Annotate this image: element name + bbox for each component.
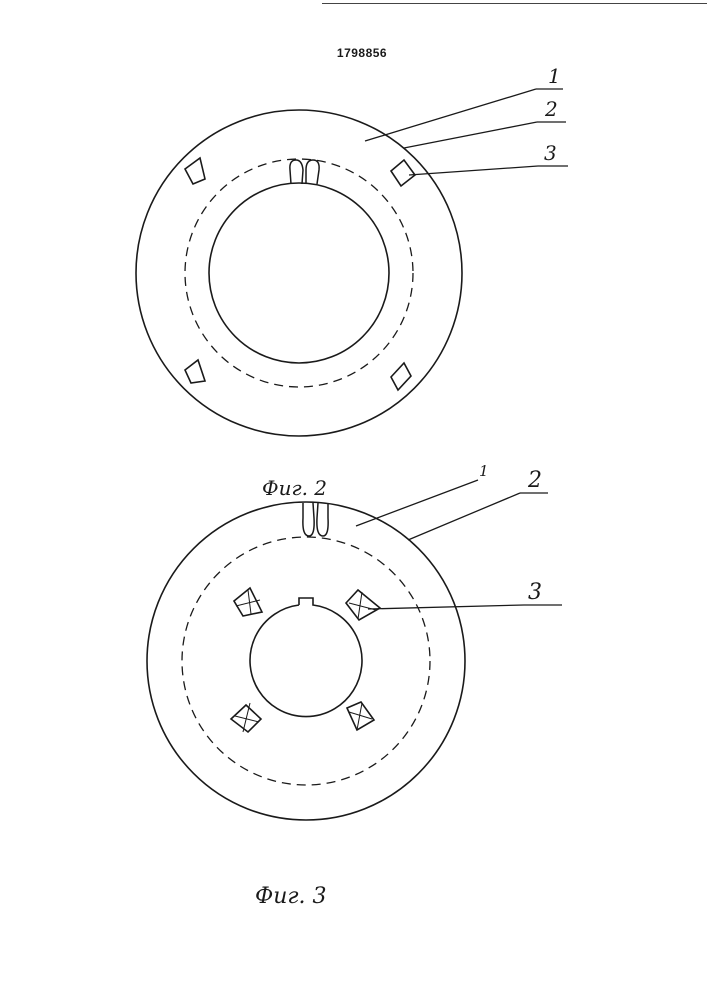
fig3-window-bottom-left	[231, 703, 261, 732]
fig3-keyed-bore	[250, 598, 362, 717]
fig3-dashed-pitch-circle	[182, 537, 430, 785]
fig2-callout-1: 1	[548, 64, 561, 88]
fig3-window-top-right	[346, 590, 380, 620]
fig3-callout-2: 2	[527, 468, 542, 493]
fig2-callout-3: 3	[544, 141, 557, 165]
fig2-dashed-pitch-circle	[185, 159, 413, 387]
fig3-callout-labels: 1 2 3	[479, 462, 542, 605]
fig3-outer-disc-edge	[147, 502, 465, 820]
figure-2	[136, 89, 568, 436]
fig2-inner-bore	[209, 183, 389, 363]
fig2-callout-2: 2	[544, 97, 558, 121]
fig3-window-bottom-right	[347, 702, 374, 730]
fig2-window-top-right	[391, 160, 415, 186]
fig2-callout-labels: 1 2 3	[544, 64, 561, 165]
fig3-callout-1: 1	[479, 462, 489, 480]
fig3-callout-3: 3	[528, 580, 542, 605]
fig2-window-bottom-right	[391, 363, 411, 390]
figure-3	[147, 480, 562, 820]
fig3-window-top-left	[234, 588, 262, 616]
fig2-window-top-left	[185, 158, 205, 184]
fig2-window-bottom-left	[185, 360, 205, 383]
fig2-leaders	[365, 89, 568, 175]
fig2-top-slot	[290, 160, 319, 184]
figure-2-caption: Фиг. 2	[262, 476, 327, 500]
figure-3-caption: Фиг. 3	[255, 884, 327, 909]
fig3-top-slot	[303, 503, 328, 536]
